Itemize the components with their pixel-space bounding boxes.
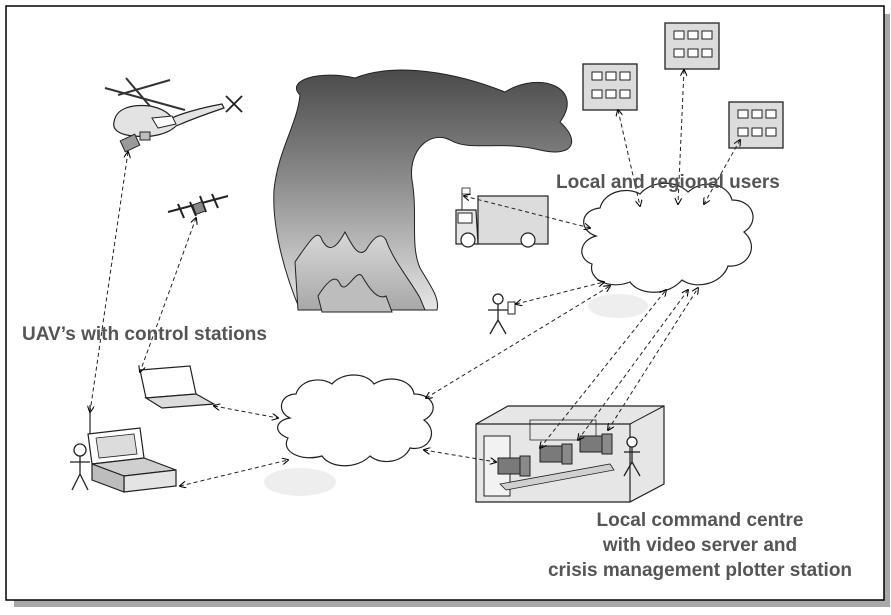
building-icon-1 (582, 63, 638, 111)
cloud-local-icon (264, 374, 434, 496)
communication-links (90, 70, 740, 486)
smoke-plume-icon (273, 69, 573, 313)
building-icon-3 (728, 101, 784, 149)
label-uav-control-stations: UAV’s with control stations (22, 324, 267, 345)
person-operator-icon (70, 443, 90, 491)
label-local-regional-users: Local and regional users (556, 172, 780, 193)
helicopter-icon (104, 77, 243, 153)
label-command-centre-line-2: with video server and (602, 535, 798, 556)
label-command-centre-line-1: Local command centre (596, 510, 804, 531)
building-icon-2 (664, 22, 720, 70)
label-command-centre-line-3: crisis management plotter station (547, 560, 853, 581)
small-uav-icon (167, 193, 229, 219)
command-centre-icon (475, 405, 665, 503)
laptop-control-station-icon (139, 365, 217, 409)
label-command-centre: Local command centre with video server a… (520, 508, 880, 583)
